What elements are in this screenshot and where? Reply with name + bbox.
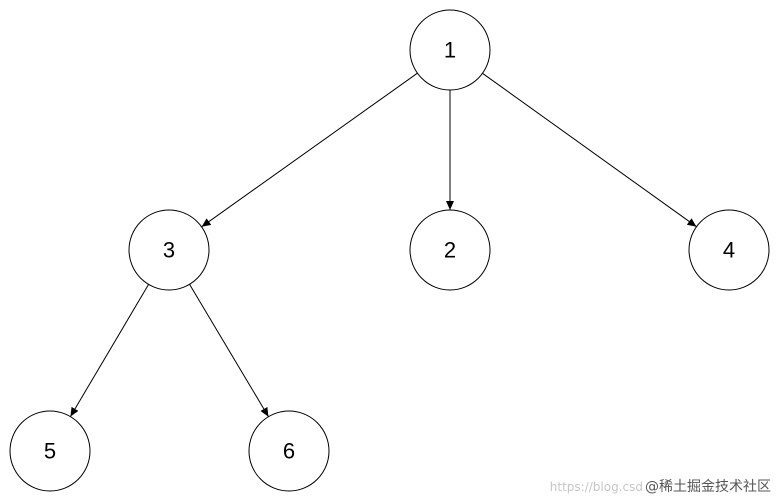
- tree-node-2: 2: [409, 209, 491, 291]
- node-label-4: 4: [723, 238, 735, 263]
- node-circle-6: [248, 410, 330, 492]
- node-label-2: 2: [444, 238, 456, 263]
- tree-node-6: 6: [248, 410, 330, 492]
- watermark-url: https://blog.csd: [549, 480, 643, 494]
- edge-3-to-5: [69, 284, 150, 417]
- edge-1-to-4: [482, 72, 697, 228]
- node-circle-2: [409, 209, 491, 291]
- watermark-name: @稀土掘金技术社区: [645, 479, 771, 495]
- tree-node-3: 3: [128, 209, 210, 291]
- edge-3-to-6: [189, 284, 269, 417]
- node-circle-1: [409, 9, 491, 91]
- node-circle-5: [9, 410, 91, 492]
- watermark: https://blog.csd@稀土掘金技术社区: [550, 476, 771, 496]
- edges-layer: [69, 72, 697, 417]
- node-circle-4: [688, 209, 770, 291]
- nodes-layer: 1 3 2 4 5 6: [9, 9, 770, 492]
- tree-node-5: 5: [9, 410, 91, 492]
- edge-1-to-3: [201, 72, 418, 228]
- node-label-1: 1: [444, 38, 456, 63]
- tree-node-4: 4: [688, 209, 770, 291]
- node-label-3: 3: [163, 238, 175, 263]
- node-circle-3: [128, 209, 210, 291]
- node-label-5: 5: [44, 439, 56, 464]
- tree-node-1: 1: [409, 9, 491, 91]
- node-label-6: 6: [283, 439, 295, 464]
